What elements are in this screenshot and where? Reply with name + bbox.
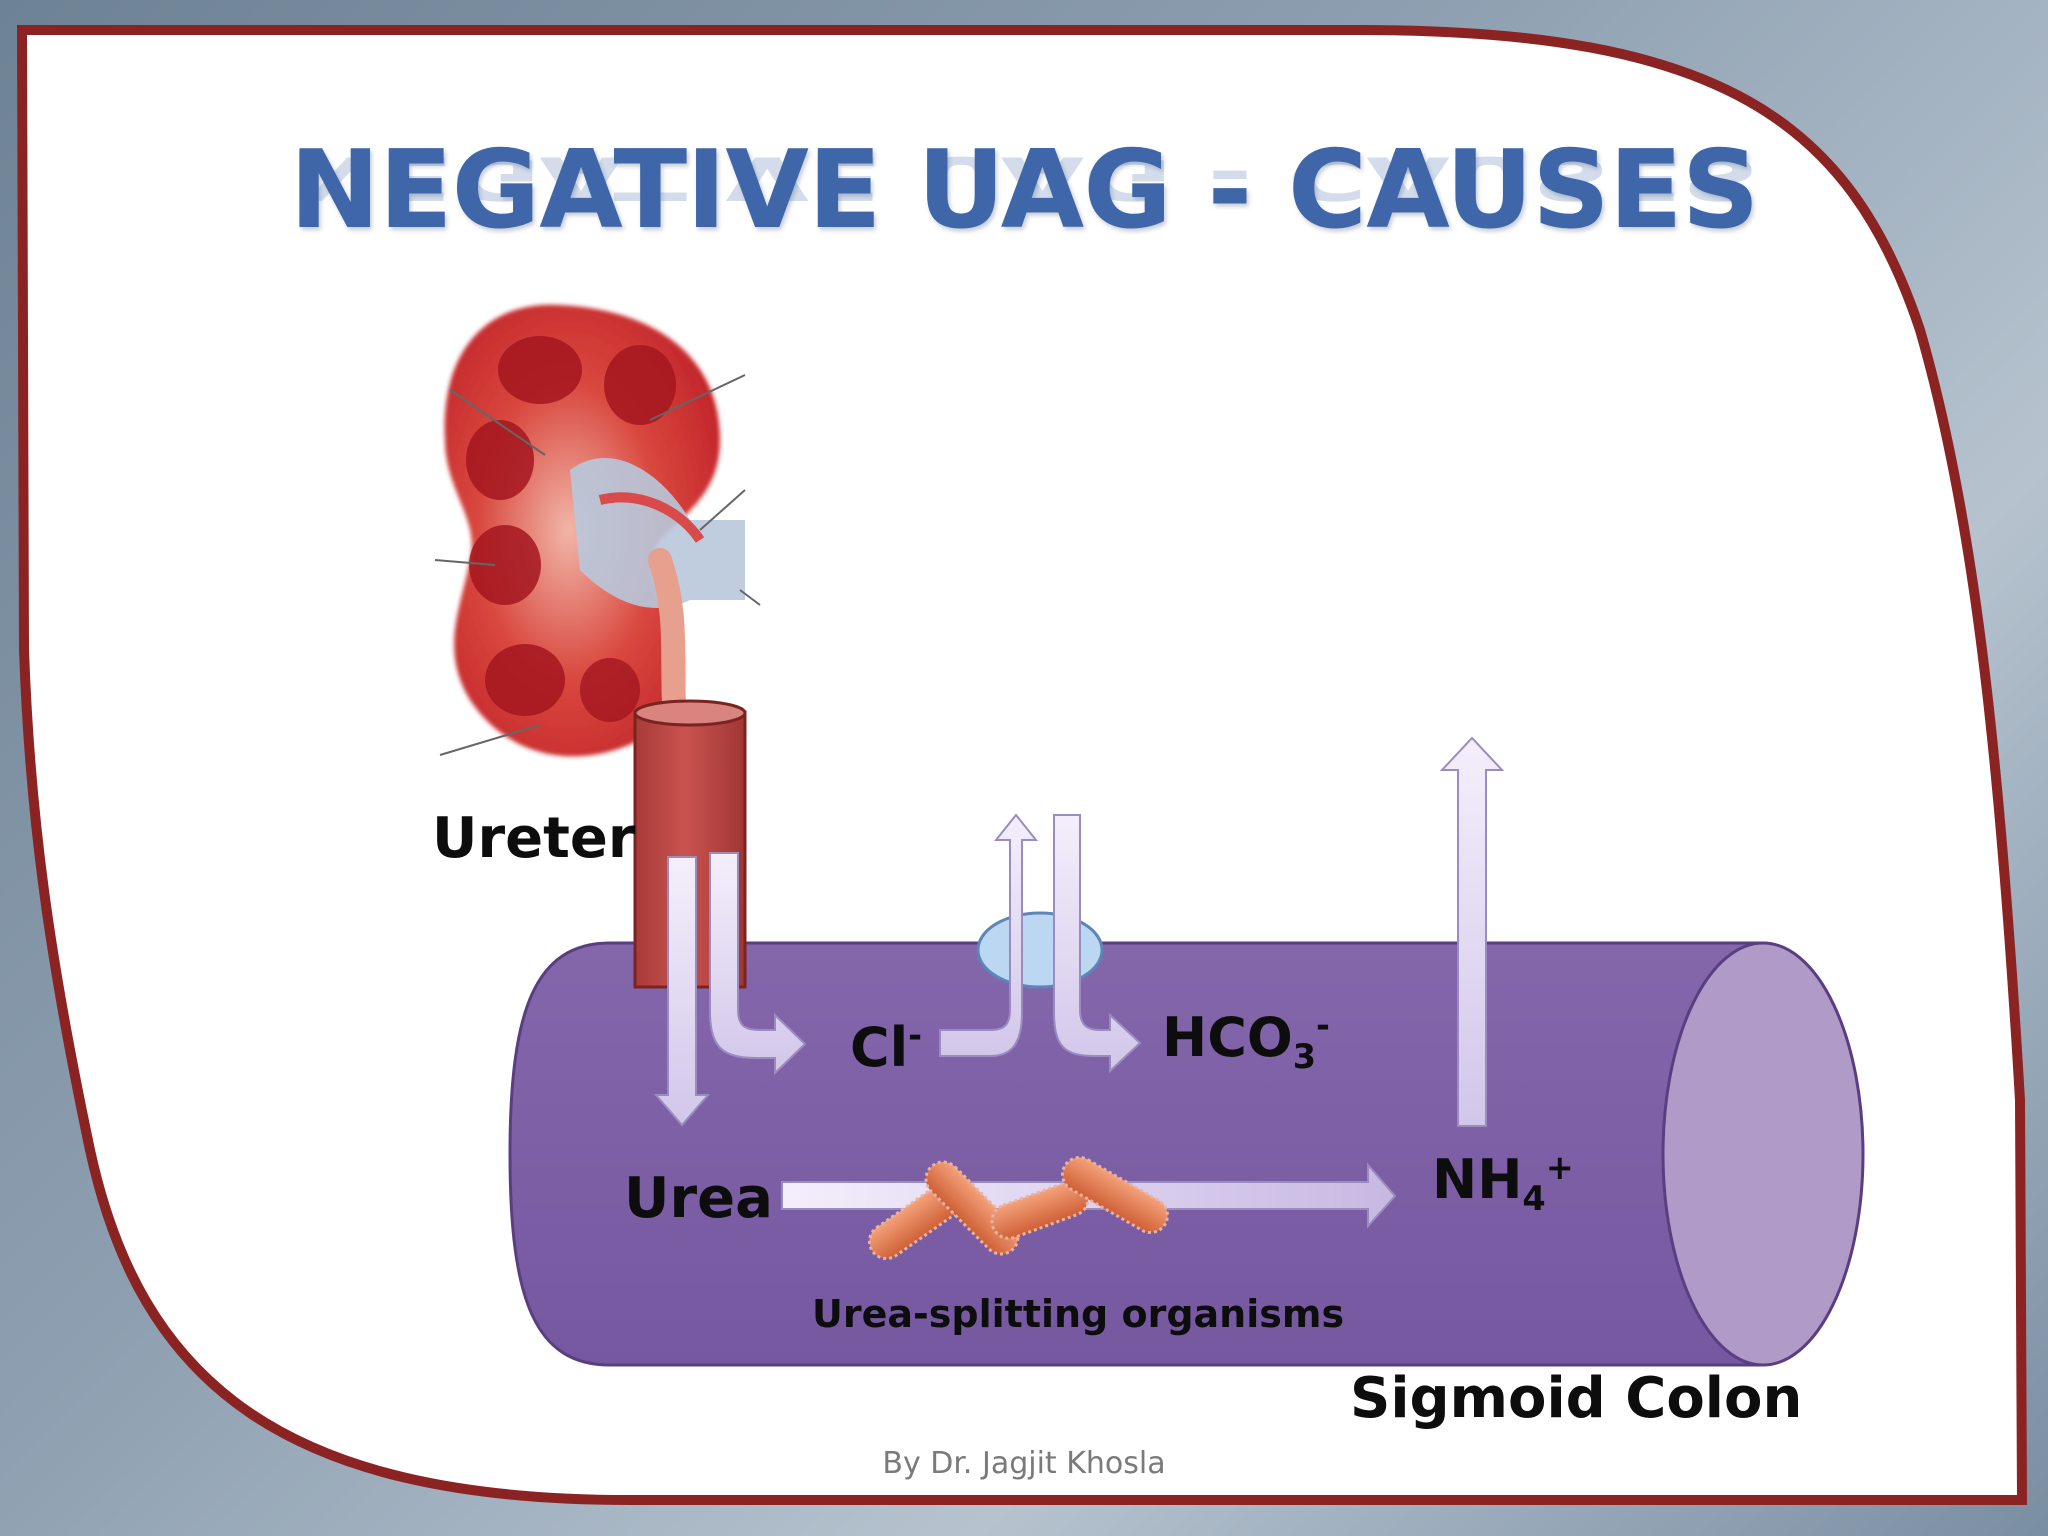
slide-title-reflection: NEGATIVE UAG - CAUSES xyxy=(289,146,1759,212)
arrow-urea-down xyxy=(653,856,711,1127)
arrow-hco3-in xyxy=(1053,814,1142,1074)
bicarbonate-label: HCO3- xyxy=(1162,1006,1330,1076)
chloride-label: Cl- xyxy=(850,1016,923,1079)
sigmoid-colon-label: Sigmoid Colon xyxy=(1350,1366,1803,1431)
ureter-label: Ureter xyxy=(432,806,636,871)
arrow-nh4-up xyxy=(1439,736,1505,1127)
arrow-cl-out xyxy=(939,813,1039,1057)
slide-title: NEGATIVE UAG - CAUSES xyxy=(289,128,1759,253)
transporter-oval xyxy=(976,911,1104,989)
footer-credit: By Dr. Jagjit Khosla xyxy=(882,1446,1166,1481)
arrow-cl-in xyxy=(709,852,807,1076)
organisms-label: Urea-splitting organisms xyxy=(812,1292,1345,1336)
ammonium-label: NH4+ xyxy=(1432,1148,1574,1218)
bacteria-icon xyxy=(867,1156,1170,1261)
sigmoid-colon-shape xyxy=(508,941,1865,1367)
urea-label: Urea xyxy=(624,1166,773,1231)
